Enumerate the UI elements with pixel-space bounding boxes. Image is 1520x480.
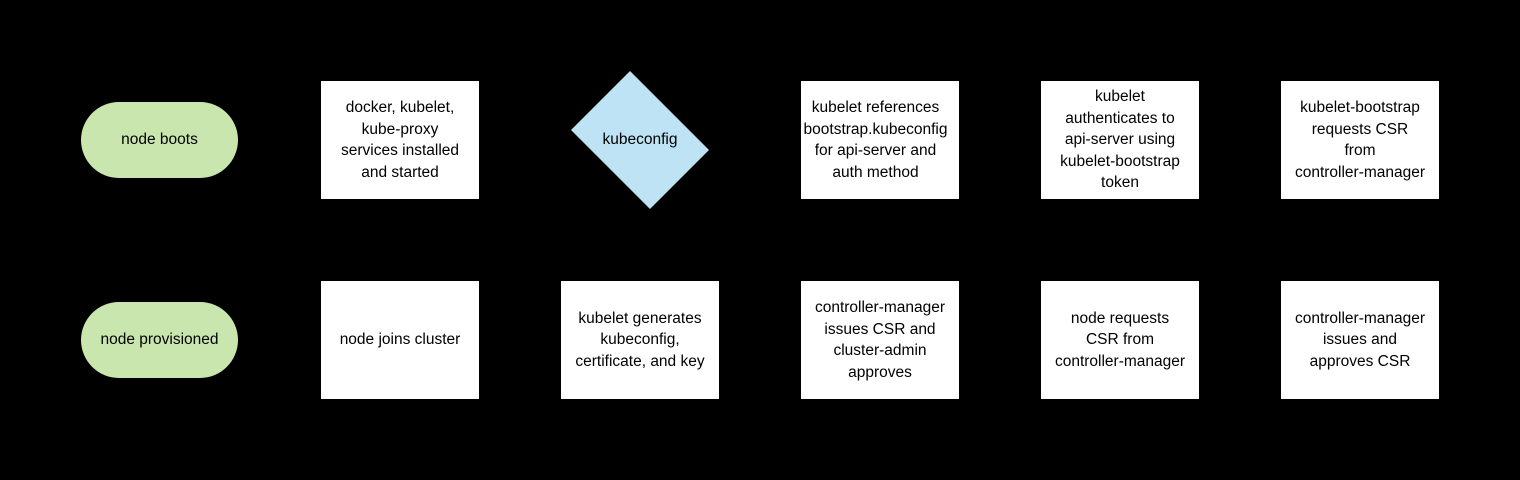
flowchart-node-controller-manager-approves-csr[interactable]: controller-manager issues and approves C… — [1281, 281, 1439, 399]
flowchart-node-kubelet-authenticates[interactable]: kubelet authenticates to api-server usin… — [1041, 81, 1199, 199]
flowchart-node-label: kubelet generates kubeconfig, certificat… — [575, 309, 705, 370]
flowchart-node-controller-manager-issues-csr[interactable]: controller-manager issues CSR and cluste… — [801, 281, 959, 399]
flowchart-node-services-installed[interactable]: docker, kubelet, kube-proxy services ins… — [321, 81, 479, 199]
flowchart-node-kubelet-references-bootstrap[interactable]: kubelet references bootstrap.kubeconfig … — [801, 81, 959, 199]
flowchart-node-kubeconfig-decision[interactable]: kubeconfig — [561, 71, 719, 209]
flowchart-node-label: node joins cluster — [339, 331, 461, 349]
flowchart-node-node-boots[interactable]: node boots — [81, 102, 238, 178]
flowchart-node-label: node boots — [121, 131, 198, 149]
flowchart-node-label: kubeconfig — [602, 131, 678, 149]
flowchart-node-node-joins-cluster[interactable]: node joins cluster — [321, 281, 479, 399]
flowchart-node-label: kubelet references bootstrap.kubeconfig … — [803, 99, 948, 181]
flowchart-node-kubelet-generates-kubeconfig[interactable]: kubelet generates kubeconfig, certificat… — [561, 281, 719, 399]
flowchart-node-label: docker, kubelet, kube-proxy services ins… — [340, 99, 460, 181]
flowchart-node-label: node requests CSR from controller-manage… — [1054, 309, 1186, 370]
flowchart-node-node-provisioned[interactable]: node provisioned — [81, 302, 238, 378]
flowchart-node-label: controller-manager issues and approves C… — [1294, 309, 1426, 370]
flowchart-node-label: node provisioned — [100, 331, 219, 349]
flowchart-node-bootstrap-requests-csr[interactable]: kubelet-bootstrap requests CSR from cont… — [1281, 81, 1439, 199]
flowchart-node-node-requests-csr[interactable]: node requests CSR from controller-manage… — [1041, 281, 1199, 399]
flowchart-node-label: kubelet authenticates to api-server usin… — [1060, 88, 1180, 192]
flowchart-node-label: controller-manager issues CSR and cluste… — [814, 299, 946, 381]
flowchart-node-label: kubelet-bootstrap requests CSR from cont… — [1294, 99, 1426, 181]
